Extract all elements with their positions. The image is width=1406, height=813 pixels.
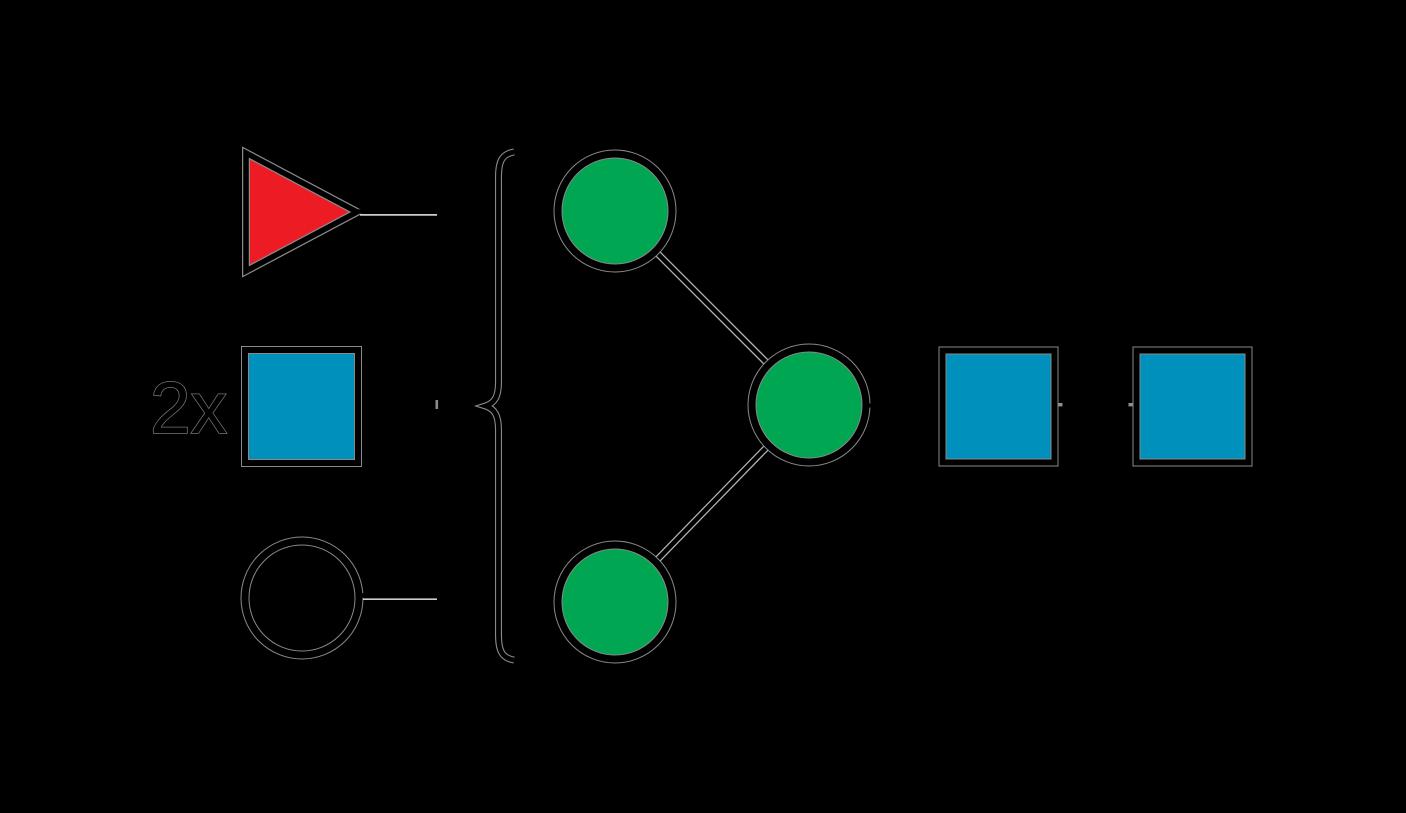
mannose-circle-bottom-outline <box>554 541 676 663</box>
glcnac-bond-endcap <box>435 400 439 409</box>
mannose-residue-bottom <box>553 540 677 664</box>
glcnac-bond-line <box>362 400 439 409</box>
mannose-circle-bottom-icon <box>558 545 672 659</box>
grouping-brace-outline <box>477 149 515 663</box>
glcnac-core-square-1-icon <box>942 350 1055 463</box>
fucose-triangle-icon <box>246 153 357 271</box>
core-bond-glcnac-to-glcnac <box>1056 403 1135 408</box>
hexose-residue <box>240 536 364 660</box>
fucose-residue <box>242 146 366 278</box>
multiplier-label: 2x <box>150 368 227 449</box>
mannose-bond-upper <box>655 251 769 365</box>
fucose-triangle-outline <box>243 148 363 276</box>
glcnac-core-square-2-icon <box>1136 350 1249 463</box>
mannose-circle-top-outline <box>554 150 676 272</box>
hexose-circle-icon <box>241 537 363 659</box>
glcnac-left-square-outline <box>242 347 361 466</box>
glcnac-left-square-icon <box>245 350 358 463</box>
glcnac-core-residue-1 <box>938 346 1059 467</box>
mannose-circle-top-icon <box>558 154 672 268</box>
glcnac-core-residue-2 <box>1132 346 1253 467</box>
grouping-brace <box>473 148 515 664</box>
glcnac-left-residue <box>241 346 362 467</box>
fucose-bond-line <box>357 209 437 216</box>
mannose-circle-center-outline <box>748 344 870 466</box>
mannose-residue-center <box>747 343 871 467</box>
mannose-bond-lower <box>654 445 769 563</box>
core-bond-tick-right <box>1128 403 1135 407</box>
mannose-circle-center-icon <box>752 348 866 462</box>
mannose-bond-upper-core <box>656 252 768 364</box>
glcnac-core-square-2-outline <box>1133 347 1252 466</box>
hexose-bond-line <box>360 593 437 601</box>
mannose-bond-lower-core <box>655 446 768 562</box>
mannose-residue-top <box>553 149 677 273</box>
glcnac-core-square-1-outline <box>939 347 1058 466</box>
core-bond-tick-left <box>1056 403 1063 407</box>
